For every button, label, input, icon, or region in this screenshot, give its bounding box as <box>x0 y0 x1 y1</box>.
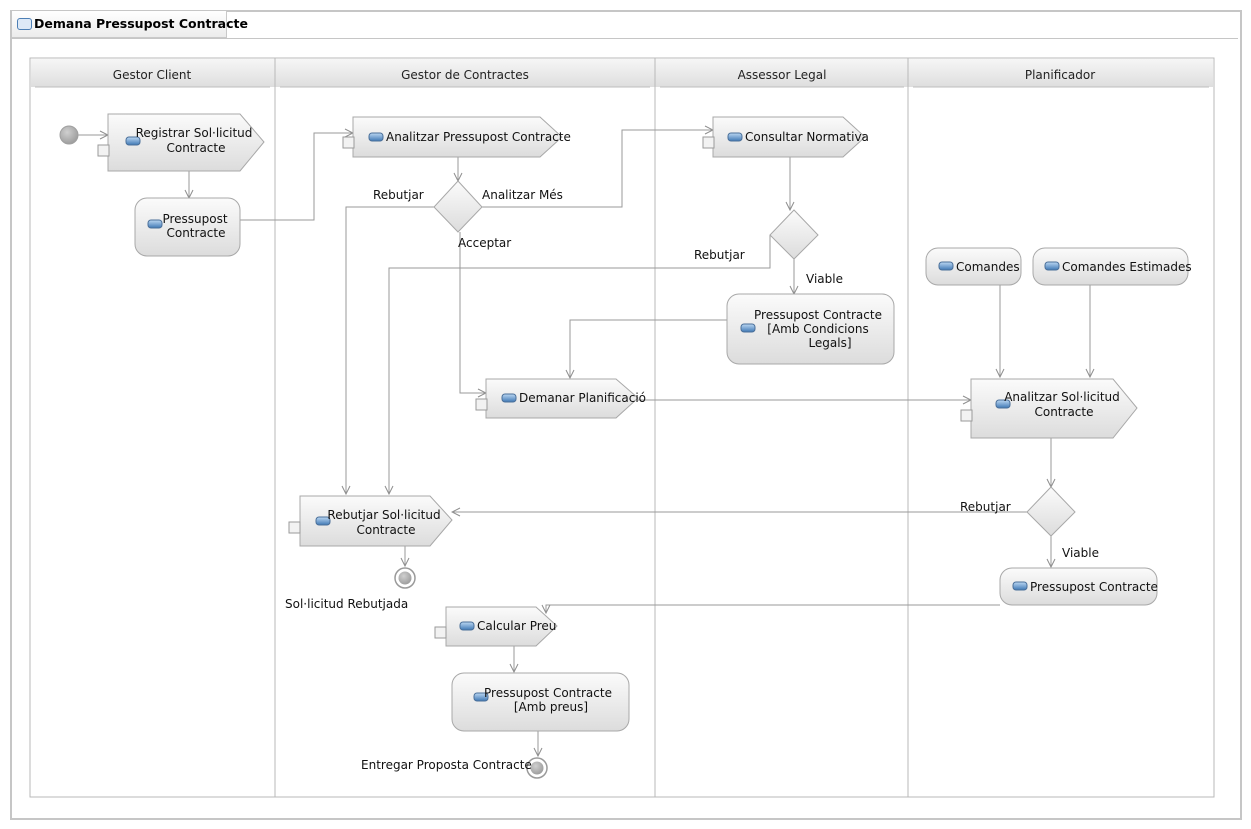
action-label: Registrar Sol·licitud <box>136 126 253 140</box>
decision-node[interactable] <box>1026 486 1076 537</box>
object-pressupost-contracte-client[interactable]: Pressupost Contracte <box>134 197 241 257</box>
object-icon <box>938 261 954 271</box>
decision-node[interactable] <box>433 180 483 233</box>
object-label: [Amb preus] <box>514 700 588 714</box>
edge-label-viable: Viable <box>806 272 843 286</box>
object-label: Pressupost <box>162 212 227 226</box>
pin-icon <box>960 409 973 422</box>
flow-edge[interactable] <box>389 235 771 494</box>
object-icon <box>1044 261 1060 271</box>
pin-icon <box>288 521 301 534</box>
action-icon <box>368 132 384 142</box>
object-label: Contracte <box>166 226 225 240</box>
object-icon <box>740 323 756 333</box>
action-label: Contracte <box>166 141 225 155</box>
object-pressupost-contracte-planificador[interactable]: Pressupost Contracte <box>999 567 1158 606</box>
swimlane-header-bar <box>31 59 1213 87</box>
decision-node[interactable] <box>769 209 819 260</box>
object-pressupost-amb-preus[interactable]: Pressupost Contracte [Amb preus] <box>451 672 630 732</box>
flow-edge[interactable] <box>570 319 727 378</box>
object-label: Comandes Estimades <box>1062 260 1192 274</box>
object-label: Legals] <box>808 336 851 350</box>
final-label-entregar-proposta: Entregar Proposta Contracte <box>361 758 532 772</box>
action-icon <box>727 132 743 142</box>
edge-label-rebutjar: Rebutjar <box>373 188 424 202</box>
final-node-entregar-proposta[interactable] <box>526 757 548 779</box>
action-icon <box>995 399 1011 409</box>
edge-label-rebutjar: Rebutjar <box>694 248 745 262</box>
object-pressupost-condicions-legals[interactable]: Pressupost Contracte [Amb Condicions Leg… <box>726 293 895 365</box>
action-label: Demanar Planificació <box>519 391 646 405</box>
object-label: Pressupost Contracte <box>484 686 612 700</box>
pin-icon <box>97 144 110 157</box>
pin-icon <box>434 626 447 639</box>
action-consultar-normativa[interactable]: Consultar Normativa <box>702 116 869 158</box>
initial-node[interactable] <box>59 125 79 145</box>
object-label: Pressupost Contracte <box>1030 580 1158 594</box>
control-flows <box>78 130 1090 756</box>
action-label: Consultar Normativa <box>745 130 869 144</box>
action-icon <box>315 516 331 526</box>
title-divider <box>12 38 1238 39</box>
object-icon <box>147 219 163 229</box>
pin-icon <box>702 136 715 149</box>
action-icon <box>459 621 475 631</box>
action-label: Analitzar Pressupost Contracte <box>386 130 571 144</box>
object-label: Comandes <box>956 260 1020 274</box>
diagram-title-tab[interactable]: Demana Pressupost Contracte <box>12 11 248 38</box>
edge-label-rebutjar: Rebutjar <box>960 500 1011 514</box>
activity-diagram-icon <box>17 18 32 30</box>
lane-header-assessor-legal[interactable]: Assessor Legal <box>738 68 827 82</box>
final-label-solicitud-rebutjada: Sol·licitud Rebutjada <box>285 597 408 611</box>
flow-edge[interactable] <box>240 133 353 221</box>
lane-header-gestor-client[interactable]: Gestor Client <box>113 68 192 82</box>
object-comandes[interactable]: Comandes <box>925 247 1022 286</box>
action-analitzar-solicitud[interactable]: Analitzar Sol·licitud Contracte <box>960 378 1138 439</box>
final-node-solicitud-rebutjada[interactable] <box>394 567 416 589</box>
edge-label-analitzar-mes: Analitzar Més <box>482 188 563 202</box>
action-label: Contracte <box>1034 405 1093 419</box>
action-label: Contracte <box>356 523 415 537</box>
flow-edge[interactable] <box>346 206 434 494</box>
diagram-title: Demana Pressupost Contracte <box>34 16 248 31</box>
action-label: Calcular Preu <box>477 619 556 633</box>
lane-header-gestor-contractes[interactable]: Gestor de Contractes <box>401 68 529 82</box>
pin-icon <box>342 136 355 149</box>
action-registrar-solicitud[interactable]: Registrar Sol·licitud Contracte <box>97 113 265 172</box>
action-label: Rebutjar Sol·licitud <box>327 508 440 522</box>
edge-label-viable: Viable <box>1062 546 1099 560</box>
action-rebutjar-solicitud[interactable]: Rebutjar Sol·licitud Contracte <box>288 495 453 547</box>
object-comandes-estimades[interactable]: Comandes Estimades <box>1032 247 1192 286</box>
action-label: Analitzar Sol·licitud <box>1004 390 1120 404</box>
action-icon <box>125 136 141 146</box>
object-label: [Amb Condicions <box>767 322 868 336</box>
pin-icon <box>475 398 488 411</box>
flow-edge[interactable] <box>482 130 713 208</box>
flow-edge[interactable] <box>459 232 486 393</box>
flow-edge[interactable] <box>546 604 1000 613</box>
object-label: Pressupost Contracte <box>754 308 882 322</box>
action-analitzar-pressupost[interactable]: Analitzar Pressupost Contracte <box>342 116 571 158</box>
object-icon <box>1012 581 1028 591</box>
action-icon <box>501 393 517 403</box>
object-icon <box>473 692 489 702</box>
edge-label-acceptar: Acceptar <box>458 236 511 250</box>
action-calcular-preu[interactable]: Calcular Preu <box>434 606 558 647</box>
lane-header-planificador[interactable]: Planificador <box>1025 68 1095 82</box>
action-demanar-planificacio[interactable]: Demanar Planificació <box>475 378 646 419</box>
